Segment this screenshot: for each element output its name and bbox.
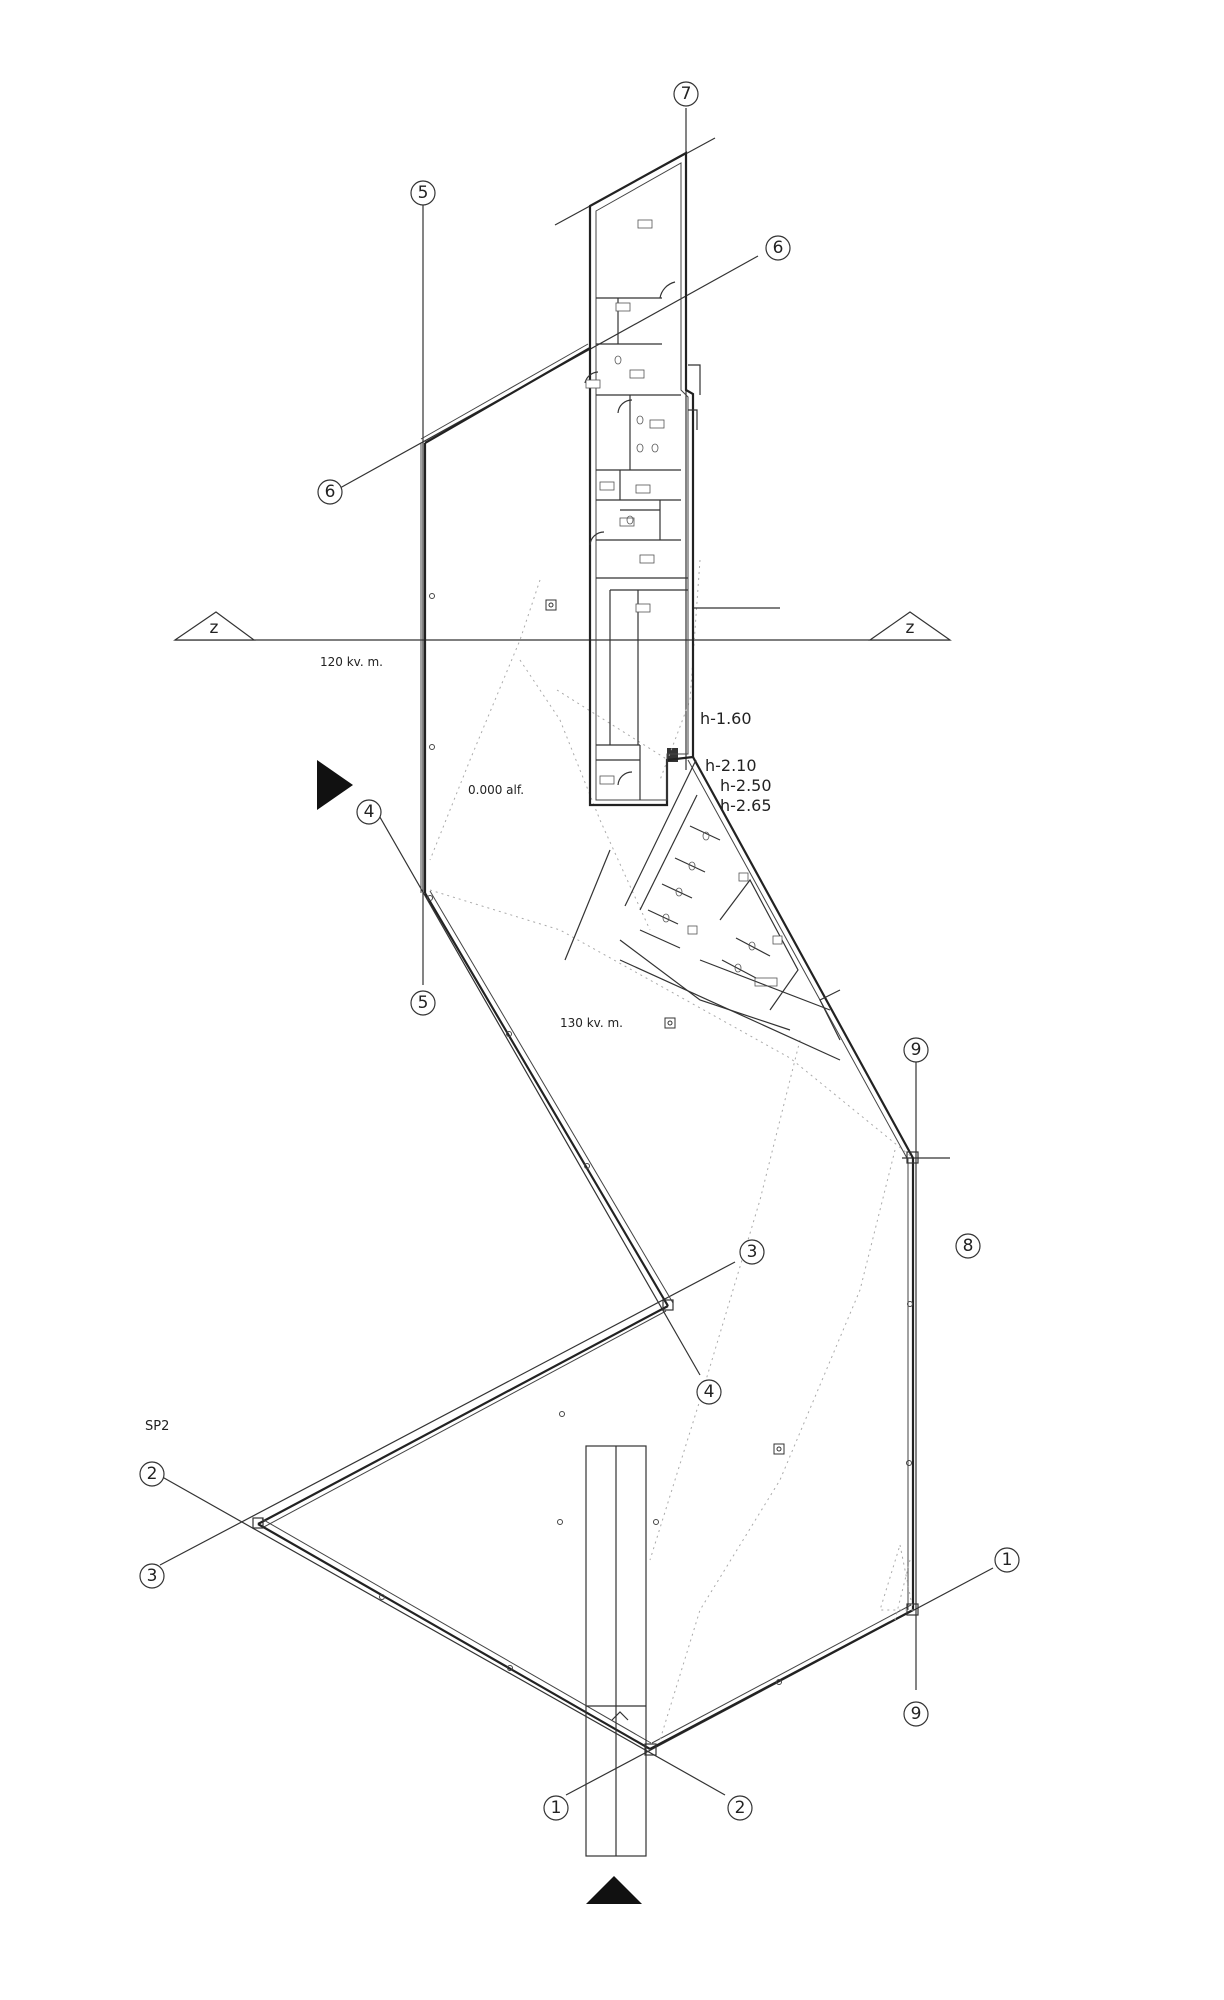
wall-dots: [379, 593, 913, 1685]
axis-bubble-2-left: 2: [139, 1461, 165, 1487]
grid-line-3: [159, 1261, 736, 1566]
wall-along-1-inner: [651, 1604, 912, 1744]
svg-text:2: 2: [147, 1464, 158, 1484]
dotted-overlay: [429, 559, 914, 1741]
section-label-right: z: [906, 618, 915, 638]
wall-top-diagonal: [424, 347, 591, 444]
axis-bubble-3-right: 3: [739, 1239, 765, 1265]
svg-text:9: 9: [911, 1704, 922, 1724]
axis-bubble-6-left: 6: [317, 479, 343, 505]
wall-along-1: [649, 1609, 914, 1750]
height-label-3: h-2.50: [720, 776, 772, 795]
entrance-arrow-left: [317, 760, 353, 810]
wc-wing: [564, 759, 841, 1061]
axis-bubble-6-right: 6: [765, 235, 791, 261]
axis-bubble-9-top: 9: [903, 1037, 929, 1063]
height-label-1: h-1.60: [700, 709, 752, 728]
grid-lines: [156, 108, 994, 1796]
svg-text:1: 1: [551, 1798, 562, 1818]
floor-drains: [545, 599, 785, 1455]
core-outline-inner: [595, 162, 689, 801]
wall-along-2-inner: [261, 1518, 652, 1744]
height-label-4: h-2.65: [720, 796, 772, 815]
axis-bubble-3-left: 3: [139, 1563, 165, 1589]
wall-diagonal-4-inner: [429, 890, 674, 1304]
entrance-arrow-bottom: [586, 1876, 642, 1904]
axis-bubble-1-bottom: 1: [543, 1795, 569, 1821]
axis-bubble-2-bottom: 2: [727, 1795, 753, 1821]
svg-text:5: 5: [418, 183, 429, 203]
wall-diagonal-4: [424, 892, 669, 1307]
wall-top-diagonal-inner: [420, 343, 589, 440]
svg-text:6: 6: [773, 238, 784, 258]
axis-bubble-5-top: 5: [410, 180, 436, 206]
axis-bubble-5-bottom: 5: [410, 990, 436, 1016]
level-label: 0.000 alf.: [468, 783, 524, 797]
svg-text:2: 2: [735, 1798, 746, 1818]
axis-bubbles: 7 5 5 6 6 4 4 9: [139, 81, 1020, 1821]
wall-right-diagonal: [692, 756, 914, 1159]
axis-bubble-9-bottom: 9: [903, 1701, 929, 1727]
svg-text:7: 7: [681, 84, 692, 104]
height-label-2: h-2.10: [705, 756, 757, 775]
columns: [252, 748, 919, 1756]
building-core: [584, 151, 780, 807]
outer-walls: [257, 343, 915, 1750]
wall-along-3-inner: [261, 1310, 667, 1529]
svg-text:4: 4: [364, 802, 375, 822]
axis-bubble-1-top: 1: [994, 1547, 1020, 1573]
column: [662, 1299, 674, 1311]
svg-text:6: 6: [325, 482, 336, 502]
area-label-120: 120 kv. m.: [320, 655, 383, 669]
area-label-130: 130 kv. m.: [560, 1016, 623, 1030]
svg-text:9: 9: [911, 1040, 922, 1060]
wall-right-diagonal-inner: [687, 759, 909, 1161]
svg-text:4: 4: [704, 1382, 715, 1402]
svg-text:8: 8: [963, 1236, 974, 1256]
svg-text:3: 3: [147, 1566, 158, 1586]
core-outline: [588, 151, 695, 807]
column: [644, 1743, 657, 1756]
wall-along-2: [257, 1523, 651, 1750]
axis-bubble-7: 7: [673, 81, 699, 107]
column: [252, 1517, 264, 1529]
svg-text:3: 3: [747, 1242, 758, 1262]
section-marker-left: z: [173, 611, 256, 641]
svg-text:1: 1: [1002, 1550, 1013, 1570]
axis-bubble-4-bottom: 4: [696, 1379, 722, 1405]
section-marker-right: z: [868, 611, 952, 641]
svg-text:5: 5: [418, 993, 429, 1013]
walkway: [585, 1445, 647, 1857]
column-filled: [667, 748, 678, 762]
column: [906, 1151, 919, 1164]
axis-bubble-4-top: 4: [356, 799, 382, 825]
wall-along-3: [257, 1305, 669, 1525]
grid-line-4: [376, 811, 701, 1376]
grid-line-2: [156, 1473, 726, 1796]
axis-bubble-8: 8: [955, 1233, 981, 1259]
section-label-left: z: [210, 618, 219, 638]
sp2-label: SP2: [145, 1419, 169, 1434]
